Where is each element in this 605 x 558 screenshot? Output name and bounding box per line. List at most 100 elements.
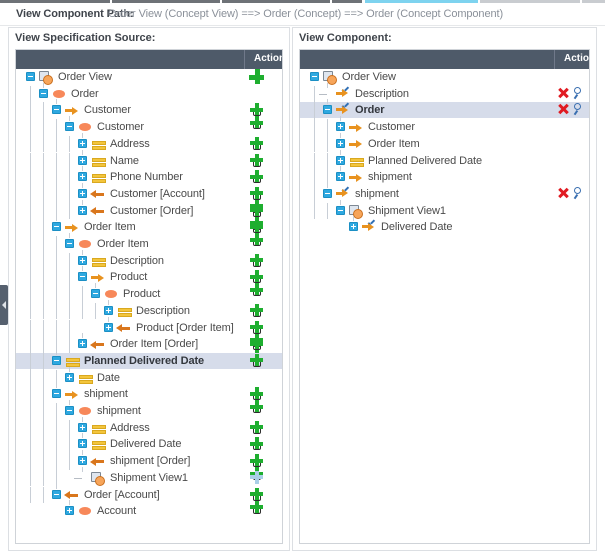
add-as-child-icon[interactable] [250, 203, 263, 217]
tree-row[interactable]: Customer [16, 99, 282, 130]
collapse-node-toggle[interactable] [65, 406, 74, 415]
tab-seg-5[interactable] [480, 0, 580, 3]
collapse-node-toggle[interactable] [310, 72, 319, 81]
top-tab-strip[interactable] [0, 0, 605, 4]
add-as-sibling-icon[interactable] [250, 233, 263, 247]
tree-row[interactable]: Customer [Account] [16, 182, 282, 213]
tree-row[interactable]: Customer [16, 116, 282, 136]
tab-seg-active[interactable] [365, 0, 478, 3]
add-as-sibling-icon[interactable] [250, 500, 263, 514]
add-as-child-icon[interactable] [250, 186, 263, 200]
tree-row[interactable]: Description [16, 299, 282, 320]
collapse-node-toggle[interactable] [52, 355, 61, 365]
expand-node-toggle[interactable] [78, 138, 87, 148]
tab-seg-3[interactable] [222, 0, 330, 3]
add-as-child-icon[interactable] [250, 320, 263, 334]
collapse-node-toggle[interactable] [52, 222, 61, 232]
collapse-node-toggle[interactable] [323, 105, 332, 115]
tree-row[interactable]: Order View [300, 69, 589, 85]
tree-row[interactable]: shipment [Order] [16, 450, 282, 481]
collapse-node-toggle[interactable] [336, 205, 345, 215]
tree-row[interactable]: Product [16, 266, 282, 297]
add-as-child-icon[interactable] [250, 353, 263, 367]
tree-row[interactable]: Order View [16, 69, 282, 85]
tree-row[interactable]: Delivered Date [16, 433, 282, 454]
add-as-sibling-icon[interactable] [250, 283, 263, 297]
expand-node-toggle[interactable] [78, 155, 87, 165]
add-as-child-icon[interactable] [250, 303, 263, 317]
tree-row[interactable]: Date [16, 366, 282, 387]
panel-collapse-handle[interactable] [0, 285, 8, 325]
tree-row[interactable]: Product [16, 283, 282, 303]
expand-node-toggle[interactable] [78, 422, 87, 432]
tree-row[interactable]: Name [16, 149, 282, 170]
collapse-node-toggle[interactable] [91, 289, 100, 299]
delete-component-icon[interactable] [558, 187, 569, 199]
add-as-child-icon[interactable] [250, 136, 263, 150]
add-as-child-icon[interactable] [250, 253, 263, 267]
tree-row[interactable]: Delivered Date [300, 216, 589, 235]
expand-node-toggle[interactable] [78, 188, 87, 198]
tree-row[interactable]: Phone Number [16, 166, 282, 186]
tree-row[interactable]: shipment [16, 383, 282, 414]
add-as-child-icon[interactable] [250, 270, 263, 284]
tree-row[interactable]: Customer [300, 116, 589, 136]
tree-row[interactable]: Shipment View1 [16, 466, 282, 487]
tree-row[interactable]: Planned Delivered Date [16, 349, 282, 370]
tree-row[interactable]: Order Item [16, 216, 282, 247]
add-as-child-icon[interactable] [250, 337, 263, 351]
collapse-node-toggle[interactable] [39, 88, 48, 98]
add-as-child-icon[interactable] [250, 487, 263, 501]
tab-seg-2[interactable] [112, 0, 220, 3]
collapse-node-toggle[interactable] [52, 105, 61, 115]
expand-node-toggle[interactable] [104, 322, 113, 332]
inspect-component-icon[interactable] [573, 86, 585, 99]
expand-node-toggle[interactable] [78, 255, 87, 265]
tree-row[interactable]: Description [16, 249, 282, 270]
expand-node-toggle[interactable] [78, 205, 87, 215]
add-as-child-icon[interactable] [250, 220, 263, 234]
tree-row[interactable]: Shipment View1 [300, 199, 589, 220]
add-as-sibling-icon[interactable] [250, 400, 263, 414]
tab-seg-6[interactable] [582, 0, 605, 3]
collapse-node-toggle[interactable] [52, 489, 61, 499]
tree-row[interactable]: Order [Account] [16, 483, 282, 514]
add-as-child-icon[interactable] [250, 153, 263, 167]
tab-seg-4[interactable] [332, 0, 362, 3]
tree-row[interactable]: shipment [300, 182, 589, 203]
add-as-child-icon[interactable] [250, 454, 263, 468]
add-as-child-icon[interactable] [250, 170, 263, 184]
expand-node-toggle[interactable] [65, 372, 74, 382]
tree-row[interactable]: Account [16, 500, 282, 519]
collapse-node-toggle[interactable] [323, 188, 332, 198]
tree-row[interactable]: shipment [16, 400, 282, 420]
expand-node-toggle[interactable] [65, 506, 74, 516]
expand-node-toggle[interactable] [336, 172, 345, 182]
add-as-child-icon[interactable] [250, 420, 263, 434]
tree-row[interactable]: Address [16, 416, 282, 437]
inspect-component-icon[interactable] [573, 103, 585, 115]
collapse-node-toggle[interactable] [65, 122, 74, 132]
expand-node-toggle[interactable] [78, 339, 87, 349]
expand-node-toggle[interactable] [336, 122, 345, 132]
expand-node-toggle[interactable] [104, 305, 113, 315]
expand-node-toggle[interactable] [78, 456, 87, 466]
collapse-node-toggle[interactable] [78, 272, 87, 282]
tree-row[interactable]: Planned Delivered Date [300, 149, 589, 170]
add-as-sibling-icon[interactable] [250, 116, 263, 130]
tab-seg-1[interactable] [0, 0, 110, 3]
tree-row[interactable]: Order Item [300, 132, 589, 153]
tree-row[interactable]: Order [16, 82, 282, 103]
delete-component-icon[interactable] [558, 87, 569, 99]
tree-row[interactable]: Address [16, 132, 282, 153]
tree-row[interactable]: Product [Order Item] [16, 316, 282, 347]
collapse-node-toggle[interactable] [65, 239, 74, 248]
tree-row[interactable]: Order Item [16, 233, 282, 253]
expand-node-toggle[interactable] [78, 172, 87, 182]
delete-component-icon[interactable] [558, 103, 569, 115]
add-as-child-icon[interactable] [250, 437, 263, 451]
expand-node-toggle[interactable] [78, 439, 87, 449]
expand-node-toggle[interactable] [336, 155, 345, 165]
add-component-icon[interactable] [249, 69, 264, 84]
